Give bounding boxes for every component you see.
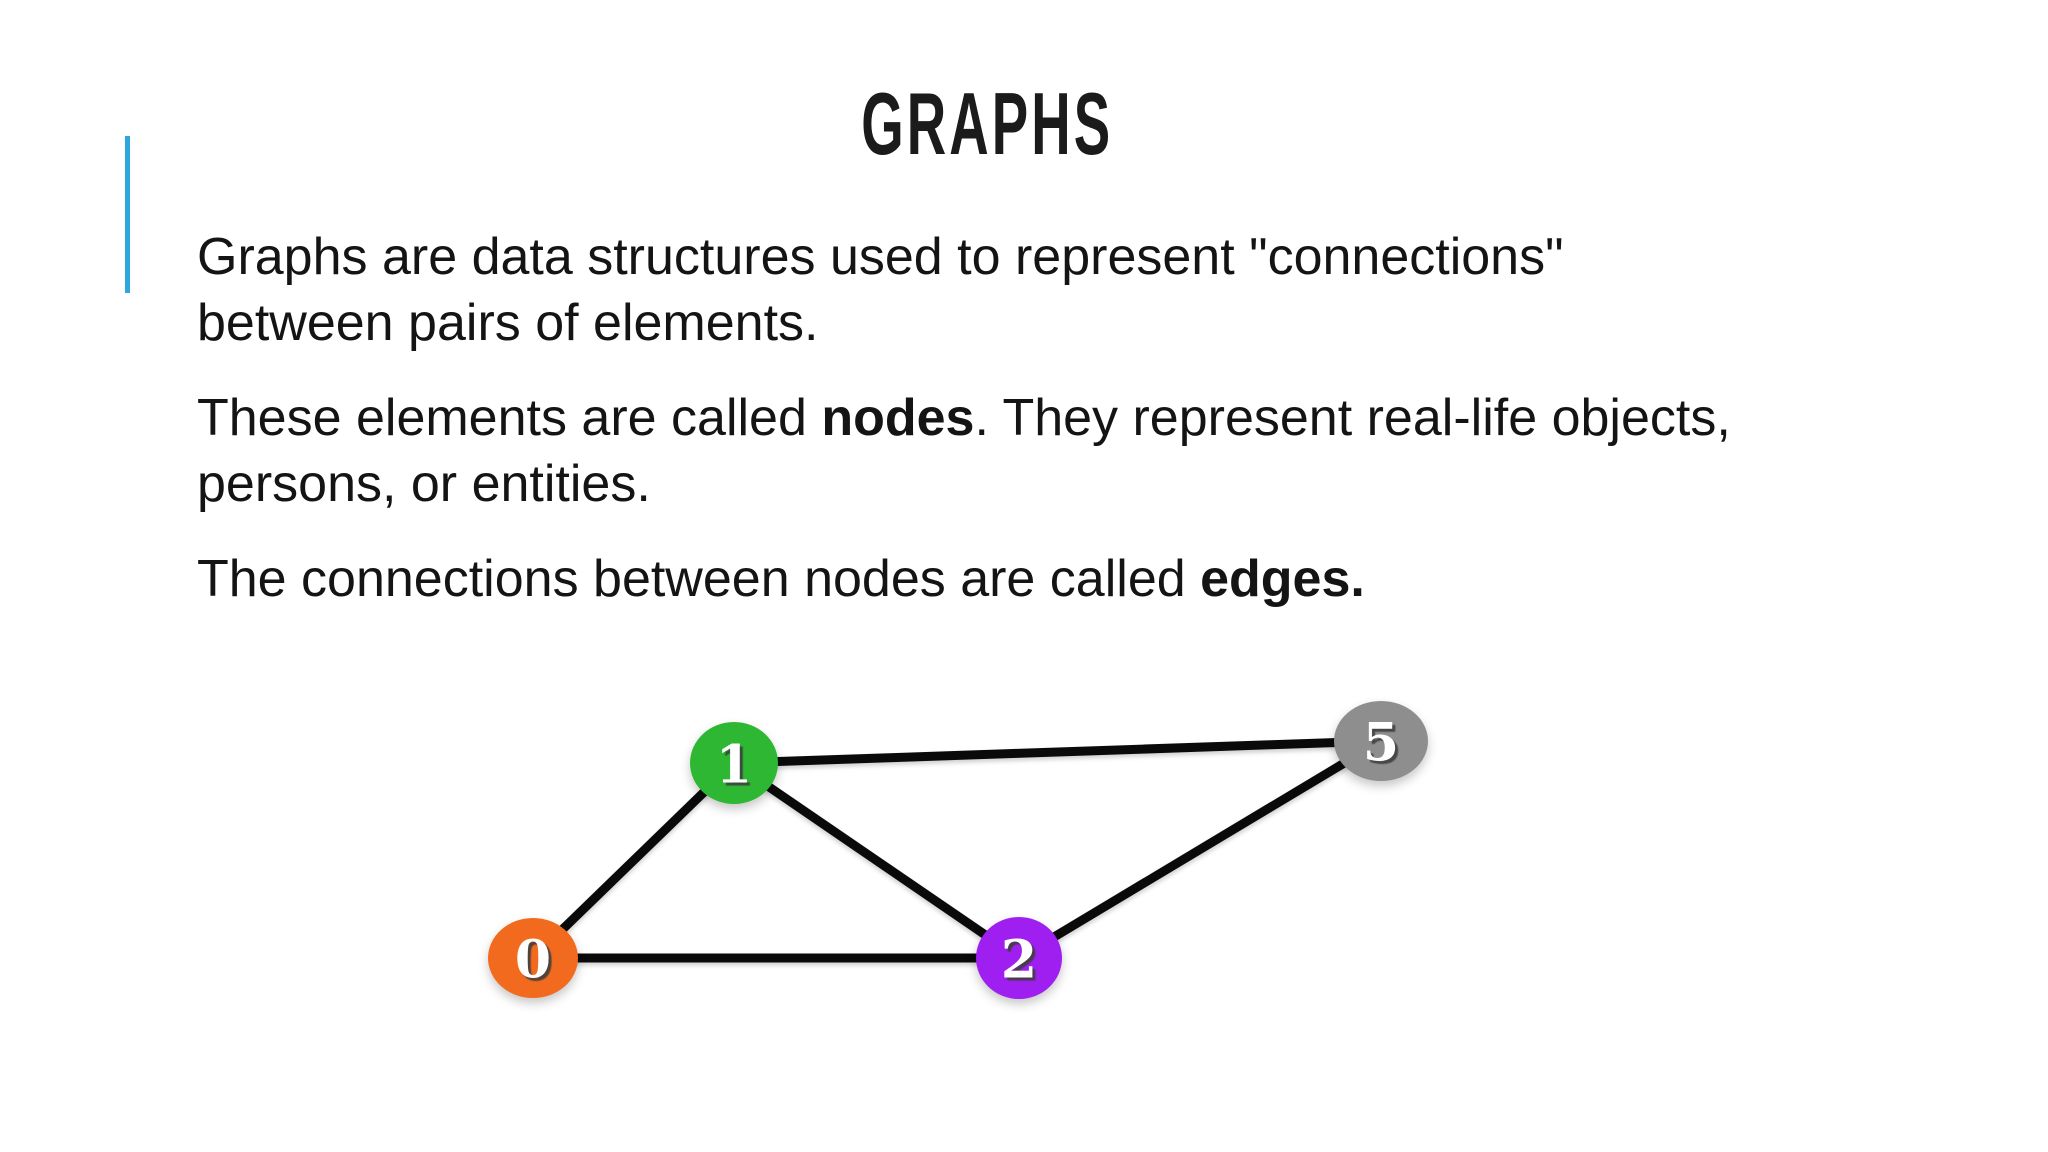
- title-container: GRAPHS: [0, 80, 2011, 168]
- accent-bar: [125, 136, 130, 293]
- graph-node-label-2: 2: [1001, 930, 1037, 991]
- graph-edge-1-2: [729, 758, 1024, 963]
- graph-edge-0-1: [528, 758, 739, 963]
- slide-title: GRAPHS: [860, 74, 1114, 173]
- body-text: The connections between nodes are called: [197, 550, 1201, 608]
- graph-edge-2-5: [1014, 736, 1386, 963]
- graph-node-1: [690, 722, 778, 804]
- graph-node-2: [976, 917, 1062, 999]
- body-text-bold: nodes: [821, 389, 975, 447]
- graph-node-5: [1334, 701, 1428, 781]
- graph-node-0: [488, 918, 578, 998]
- graph-node-label-1: 1: [716, 735, 752, 796]
- graph-node-label-0: 0: [515, 930, 551, 991]
- body-paragraph: Graphs are data structures used to repre…: [197, 224, 1897, 356]
- body-text: . They represent real-life objects, pers…: [197, 389, 1731, 513]
- body-paragraph: The connections between nodes are called…: [197, 546, 1897, 612]
- graph-node-label-5: 5: [1363, 713, 1399, 774]
- graph-edge-1-5: [729, 736, 1386, 768]
- body-paragraph: These elements are called nodes. They re…: [197, 385, 1897, 517]
- body-text: Graphs are data structures used to repre…: [197, 228, 1564, 352]
- slide-body-text: Graphs are data structures used to repre…: [197, 224, 1897, 641]
- body-text: These elements are called: [197, 389, 822, 447]
- body-text-bold: edges.: [1200, 550, 1365, 608]
